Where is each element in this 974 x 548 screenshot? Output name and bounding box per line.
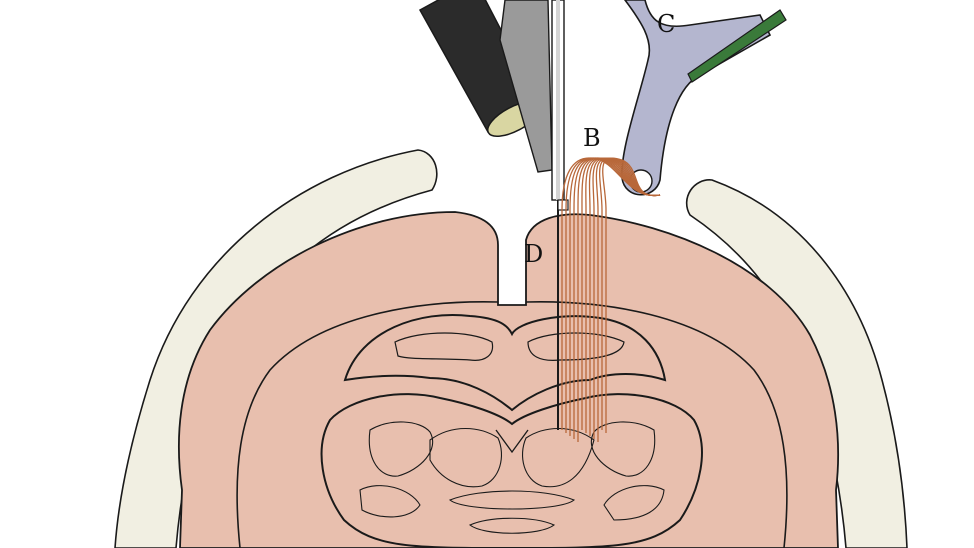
optic-fiber-bundle — [561, 157, 661, 442]
probe-holder-icon — [621, 0, 787, 196]
guide-cannula-icon — [499, 0, 569, 430]
label-d: D — [524, 240, 543, 268]
skull-left — [114, 149, 438, 548]
brain-internal-structures — [236, 301, 788, 548]
fiber-strand — [602, 157, 661, 433]
skull-right — [685, 179, 908, 548]
brain-section — [177, 211, 840, 548]
label-b: B — [583, 124, 601, 152]
label-c: C — [657, 10, 675, 38]
